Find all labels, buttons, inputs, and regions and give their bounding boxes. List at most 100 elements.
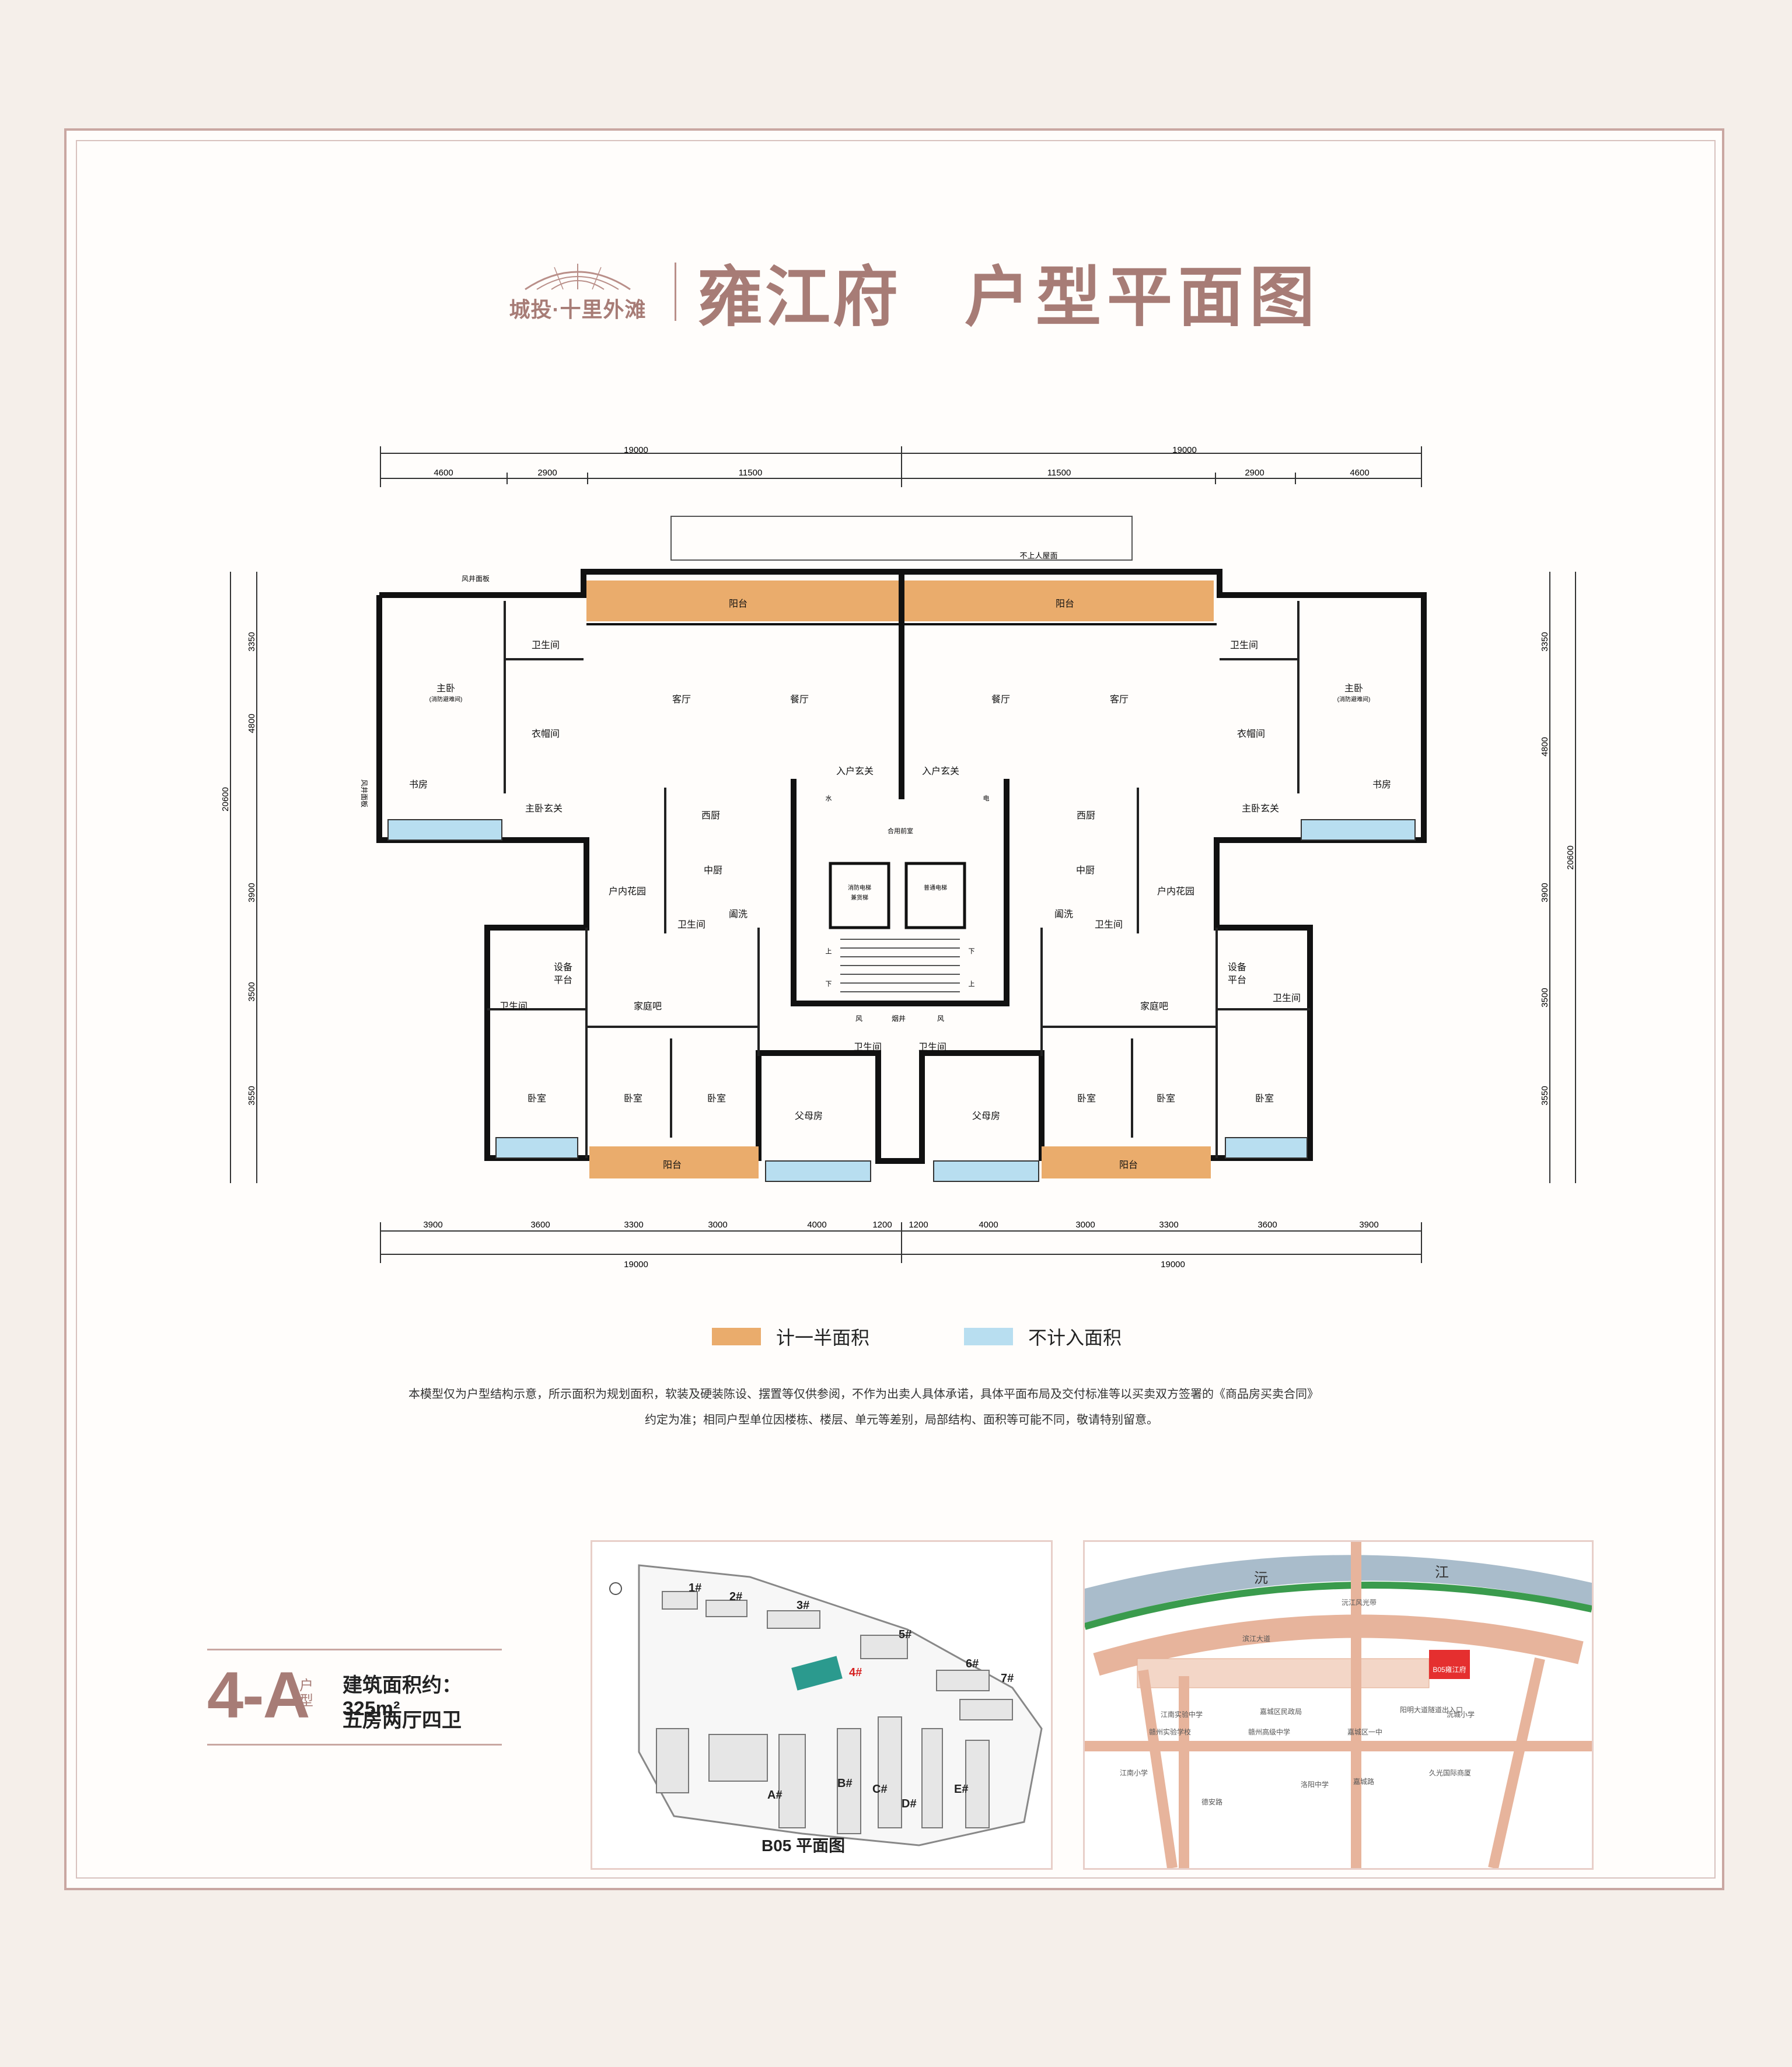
dim-bottom-seg: 1200 [909, 1220, 928, 1230]
riverside-green [1084, 1581, 1593, 1630]
label-chinese-kitchen: 中厨 [704, 865, 722, 876]
label-balcony: 阳台 [1119, 1160, 1138, 1170]
dim-bottom-seg: 4000 [979, 1220, 998, 1230]
dim-right-seg: 3500 [1540, 988, 1550, 1007]
label-bathroom: 卫生间 [1095, 919, 1123, 930]
label-master-bedroom: 主卧 [436, 683, 455, 694]
label-master-bedroom: 主卧 [1344, 683, 1363, 694]
project-name: 雍江府 [697, 261, 900, 334]
label-bathroom: 卫生间 [677, 919, 705, 930]
poi-label: 赣州高级中学 [1248, 1727, 1290, 1736]
dim-top-total-right: 19000 [1172, 445, 1197, 455]
b05-highlight [1429, 1650, 1470, 1679]
dim-top-seg: 2900 [537, 468, 557, 478]
label-bathroom: 卫生间 [1230, 640, 1258, 650]
label-bedroom: 卧室 [1077, 1093, 1096, 1104]
unit-area: 建筑面积约：325m² [343, 1674, 462, 1720]
poi-label: 江南实验中学 [1161, 1710, 1203, 1719]
unit-rooms: 五房两厅四卫 [343, 1709, 462, 1732]
bottom-dims: 3900 3600 3300 3000 4000 1200 1200 4000 … [423, 1220, 1378, 1269]
stair [840, 939, 960, 992]
dim-bottom-seg: 3600 [530, 1220, 550, 1230]
dim-left-seg: 3900 [247, 883, 257, 902]
label-utility: 阖洗 [1054, 909, 1073, 919]
dim-left-seg: 3550 [247, 1086, 257, 1105]
stair-down: 下 [826, 981, 832, 988]
page-header: 城投·十里外滩 雍江府 户型平面图 [502, 245, 1321, 338]
label-balcony: 阳台 [663, 1160, 682, 1170]
bldg-label: 1# [689, 1582, 701, 1594]
label-bedroom: 卧室 [1157, 1093, 1175, 1104]
bldg-label: B# [837, 1777, 853, 1790]
label-equipment: 平台 [1228, 975, 1246, 985]
dim-bottom-total-right: 19000 [1161, 1260, 1185, 1269]
label-bedroom: 卧室 [528, 1093, 546, 1104]
label-living: 客厅 [672, 694, 691, 705]
dim-bottom-seg: 3300 [1159, 1220, 1178, 1230]
legend-none-label: 不计入面积 [1028, 1327, 1122, 1348]
elevator-normal [904, 862, 966, 929]
bay-window-no-area [765, 1160, 871, 1182]
label-master-entry: 主卧玄关 [525, 803, 563, 814]
stair-up: 上 [826, 947, 832, 955]
label-study: 书房 [409, 779, 428, 790]
elevator-note: 普通电梯 [924, 884, 947, 891]
poi-label: 阳明大道隧道出入口 [1400, 1705, 1463, 1714]
label-balcony: 阳台 [1056, 599, 1074, 609]
poi-label: 嘉城区一中 [1347, 1727, 1382, 1736]
electric-label: 电 [983, 795, 990, 802]
bldg-label: C# [872, 1783, 888, 1796]
logo-dome-icon [525, 264, 631, 291]
dim-top-seg: 4600 [434, 468, 453, 478]
dim-top-seg: 2900 [1245, 468, 1264, 478]
poi-label: 洛阳中学 [1301, 1780, 1329, 1789]
dim-bottom-seg: 4000 [807, 1220, 826, 1230]
legend-half-label: 计一半面积 [776, 1327, 870, 1348]
bldg-label: 6# [966, 1657, 979, 1670]
label-west-kitchen: 西厨 [701, 811, 720, 821]
river-label: 沅 [1254, 1571, 1268, 1586]
shared-lobby: 合用前室 [888, 827, 913, 835]
road-label: 德安路 [1201, 1797, 1222, 1806]
bay-window-no-area [1301, 819, 1416, 841]
poi-label: 久光国际商厦 [1429, 1768, 1471, 1777]
dim-left-total: 20600 [221, 787, 230, 812]
bldg-label: 7# [1001, 1672, 1014, 1685]
bldg-label: 5# [899, 1628, 911, 1641]
label-bathroom: 卫生间 [1273, 993, 1301, 1003]
unit-code: 4-A [207, 1659, 310, 1732]
label-parents-room: 父母房 [795, 1111, 823, 1121]
shaft-label: 烟井 [892, 1015, 906, 1023]
wind-label: 风 [937, 1015, 944, 1023]
bldg-label: 4# [849, 1666, 862, 1679]
label-wardrobe: 衣帽间 [532, 729, 560, 739]
left-dimension-lines [230, 572, 1576, 1183]
stair-up: 上 [969, 980, 975, 988]
dim-left-seg: 3350 [247, 632, 257, 651]
disclaimer-line: 本模型仅为户型结构示意，所示面积为规划面积，软装及硬装陈设、摆置等仅供参阅，不作… [408, 1388, 1319, 1401]
poi-label: 赣州实验学校 [1149, 1727, 1191, 1736]
label-bedroom: 卧室 [624, 1093, 642, 1104]
location-map-panel: 沅 江 B05雍江府 沅江风光带 滨江大道 嘉城路 德安路 江南实验中学 赣州实… [1083, 1540, 1594, 1870]
label-garden: 户内花园 [1157, 886, 1194, 897]
dim-bottom-seg: 3900 [1359, 1220, 1378, 1230]
logo-text: 城投·十里外滩 [509, 298, 647, 321]
label-dining: 餐厅 [790, 694, 809, 705]
roof-outline [670, 516, 1133, 561]
label-garden: 户内花园 [609, 886, 646, 897]
balcony-half-area [586, 580, 899, 621]
site-plan-title: B05 平面图 [761, 1837, 845, 1855]
dim-top-seg: 11500 [1047, 468, 1071, 478]
label-parents-room: 父母房 [972, 1111, 1000, 1121]
label-chinese-kitchen: 中厨 [1076, 865, 1095, 876]
header-divider [675, 263, 676, 321]
brand-logo: 城投·十里外滩 [502, 260, 654, 323]
river [1085, 1555, 1592, 1624]
location-map-drawing: 沅 江 B05雍江府 沅江风光带 滨江大道 嘉城路 德安路 江南实验中学 赣州实… [1084, 1542, 1593, 1869]
bay-window-no-area [1225, 1137, 1308, 1159]
dim-bottom-seg: 3900 [423, 1220, 442, 1230]
label-equipment: 平台 [554, 975, 572, 985]
bldg-label: 2# [729, 1590, 742, 1603]
dim-right-total: 20600 [1566, 845, 1576, 870]
